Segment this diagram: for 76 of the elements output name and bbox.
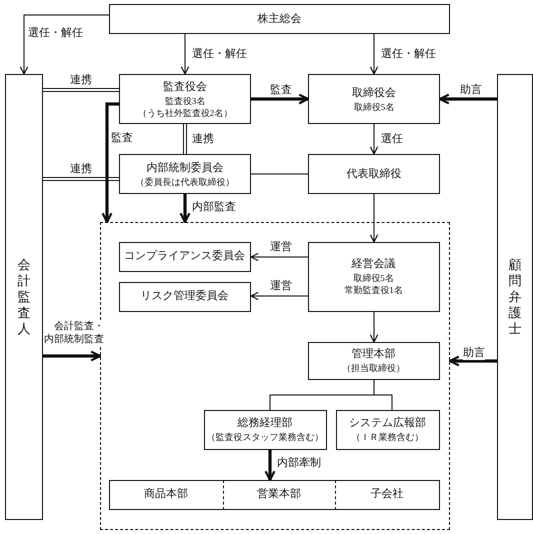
edge-label: 助言 xyxy=(463,347,485,360)
org-box xyxy=(204,410,326,450)
box-note: 取締役5名 xyxy=(353,272,394,284)
box-note: （委員長は代表取締役） xyxy=(136,176,234,188)
box-title: 監査役会 xyxy=(163,80,207,94)
edge-label: 連携 xyxy=(70,74,92,87)
org-box xyxy=(336,410,440,450)
edge-label: 助言 xyxy=(460,84,482,97)
edge-label: 会計監査・内部統制監査 xyxy=(44,320,104,346)
arrow xyxy=(180,34,190,75)
arrow xyxy=(448,356,497,366)
arrow xyxy=(250,292,308,300)
edge-label: 選任・解任 xyxy=(381,48,436,61)
double-line xyxy=(42,88,120,92)
edge-label: 運営 xyxy=(270,241,292,254)
double-line xyxy=(183,124,187,154)
edge-label: 連携 xyxy=(70,163,92,176)
org-box xyxy=(336,480,440,510)
arrow xyxy=(250,252,308,262)
box-title: 商品本部 xyxy=(144,487,188,502)
edge-label: 選任 xyxy=(381,133,403,146)
arrow xyxy=(370,194,378,243)
edge-label: 選任・解任 xyxy=(192,48,247,61)
org-box xyxy=(308,74,440,124)
edge-label: 内部牽制 xyxy=(277,457,321,470)
org-box xyxy=(222,480,336,510)
edge-label: 運営 xyxy=(270,280,292,293)
org-box xyxy=(109,4,450,34)
arrow xyxy=(180,194,190,224)
box-title: 代表取締役 xyxy=(346,166,402,182)
arrow xyxy=(370,124,378,155)
box-title: コンプライアンス委員会 xyxy=(124,249,245,264)
box-note: （監査役スタッフ業務含む） xyxy=(206,431,324,443)
box-title: 経営会議 xyxy=(352,257,396,272)
box-title: 総務経理部 xyxy=(238,416,292,431)
arrow xyxy=(264,450,276,482)
box-title: 会計監査人 xyxy=(18,257,30,337)
box-note: （ＩＲ業務含む） xyxy=(352,431,424,443)
box-note: 取締役5名 xyxy=(354,100,394,112)
arrow xyxy=(251,94,310,104)
arrow xyxy=(370,34,378,75)
box-title: 取締役会 xyxy=(352,86,396,100)
edge-label: 監査 xyxy=(270,84,292,97)
edge-label: 選任・解任 xyxy=(28,27,83,40)
org-box xyxy=(497,74,533,520)
arrow xyxy=(20,14,110,75)
box-note: 監査役3名 xyxy=(164,94,206,106)
org-box xyxy=(118,242,250,272)
org-box xyxy=(119,74,251,124)
edge-label: 連携 xyxy=(192,133,214,146)
box-note: 常勤監査役1名 xyxy=(344,284,403,296)
arrow xyxy=(438,94,497,104)
org-box xyxy=(308,342,440,380)
org-box xyxy=(5,74,43,520)
edge-label: 監査 xyxy=(111,132,133,145)
org-box xyxy=(308,154,440,194)
org-box xyxy=(118,282,250,312)
arrow xyxy=(43,350,102,362)
box-title: 営業本部 xyxy=(257,487,301,502)
arrow xyxy=(370,312,378,343)
box-title: 子会社 xyxy=(370,487,404,502)
box-title: システム広報部 xyxy=(349,416,426,431)
box-title: 株主総会 xyxy=(258,12,302,26)
double-line xyxy=(42,177,120,181)
arrow xyxy=(102,102,119,224)
org-box xyxy=(119,154,251,194)
box-note: （うち社外監査役2名） xyxy=(138,106,232,118)
edge-label: 内部監査 xyxy=(192,201,236,214)
box-note: （担当取締役） xyxy=(342,362,405,374)
org-box xyxy=(108,480,222,510)
box-title: 管理本部 xyxy=(352,347,396,362)
connector-line xyxy=(374,380,392,410)
box-title: リスク管理委員会 xyxy=(140,289,228,304)
box-title: 顧問弁護士 xyxy=(508,257,522,337)
org-box xyxy=(308,242,440,312)
box-title: 内部統制委員会 xyxy=(146,160,224,176)
